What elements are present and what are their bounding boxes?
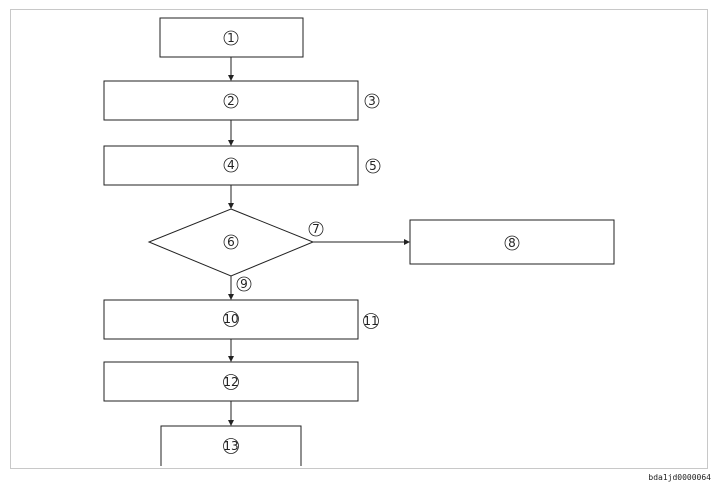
callout-label: 10 <box>223 312 238 326</box>
callout-13: 13 <box>223 438 239 454</box>
callout-label: 6 <box>227 235 235 249</box>
callout-label: 7 <box>312 222 320 236</box>
callout-4: 4 <box>223 157 239 173</box>
callout-2: 2 <box>223 93 239 109</box>
arrowhead <box>228 294 234 300</box>
callout-label: 5 <box>369 159 377 173</box>
callout-9: 9 <box>236 276 252 292</box>
arrowhead <box>228 356 234 362</box>
callout-8: 8 <box>504 235 520 251</box>
figure-code: bda1jd0000064 <box>648 473 711 482</box>
callout-7: 7 <box>308 221 324 237</box>
callout-1: 1 <box>223 30 239 46</box>
callout-label: 2 <box>227 94 235 108</box>
callout-label: 4 <box>227 158 235 172</box>
arrowhead <box>404 239 410 245</box>
process-box-2 <box>103 80 359 121</box>
arrowhead <box>228 140 234 146</box>
arrowhead <box>228 75 234 81</box>
callout-label: 11 <box>363 314 378 328</box>
callout-3: 3 <box>364 93 380 109</box>
callout-label: 3 <box>368 94 376 108</box>
callout-10: 10 <box>223 311 239 327</box>
callout-label: 8 <box>508 236 516 250</box>
callout-label: 12 <box>223 375 238 389</box>
callout-11: 11 <box>363 313 379 329</box>
callout-label: 1 <box>227 31 235 45</box>
callout-label: 13 <box>223 439 238 453</box>
callout-6: 6 <box>223 234 239 250</box>
diagram-frame <box>10 9 708 469</box>
callout-label: 9 <box>240 277 248 291</box>
arrowhead <box>228 420 234 426</box>
process-box-8 <box>409 219 615 265</box>
arrowhead <box>228 203 234 209</box>
callout-12: 12 <box>223 374 239 390</box>
callout-5: 5 <box>365 158 381 174</box>
